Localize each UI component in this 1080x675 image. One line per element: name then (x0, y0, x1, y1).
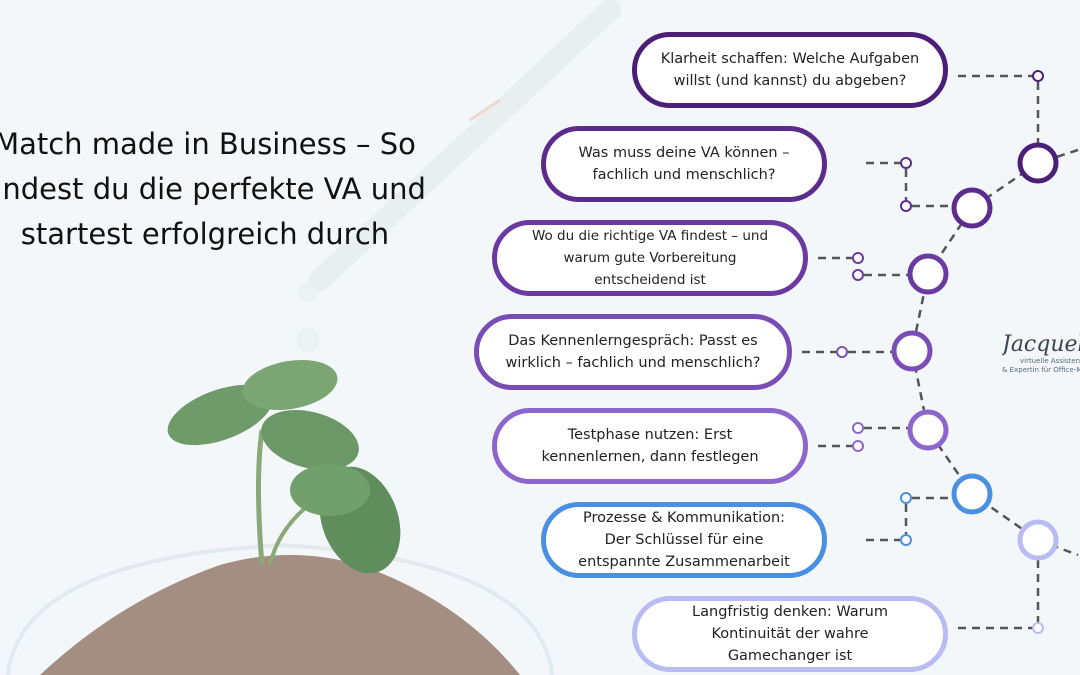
timeline-nodes (891, 142, 1059, 561)
logo-line-1: virtuelle Assistenti (1020, 357, 1080, 365)
node-5 (907, 409, 949, 451)
pipette-illustration (296, 0, 621, 352)
timeline-path (802, 74, 1079, 630)
node-7 (1017, 519, 1059, 561)
logo-line-2: & Expertin für Office-Ma (1002, 366, 1080, 374)
page-title: Match made in Business – So findest du d… (0, 127, 426, 251)
connector-dots (836, 70, 1044, 634)
step-7: Langfristig denken: Warum Kontinuität de… (632, 596, 948, 672)
step-2: Was muss deine VA können – fachlich und … (541, 126, 827, 202)
node-6 (951, 473, 993, 515)
step-3: Wo du die richtige VA findest – und waru… (492, 220, 808, 296)
step-5: Testphase nutzen: Erst kennenlernen, dan… (492, 408, 808, 484)
step-6: Prozesse & Kommunikation: Der Schlüssel … (541, 502, 827, 578)
brand-logo: Jacqueline B virtuelle Assistenti & Expe… (1002, 332, 1080, 375)
node-1 (1017, 142, 1059, 184)
node-2 (951, 187, 993, 229)
step-1: Klarheit schaffen: Welche Aufgaben wills… (632, 32, 948, 108)
logo-signature: Jacqueline B (1002, 332, 1080, 357)
node-3 (907, 253, 949, 295)
node-4 (891, 330, 933, 372)
step-4: Das Kennenlerngespräch: Passt es wirklic… (474, 314, 792, 390)
plant-illustration (6, 359, 554, 675)
